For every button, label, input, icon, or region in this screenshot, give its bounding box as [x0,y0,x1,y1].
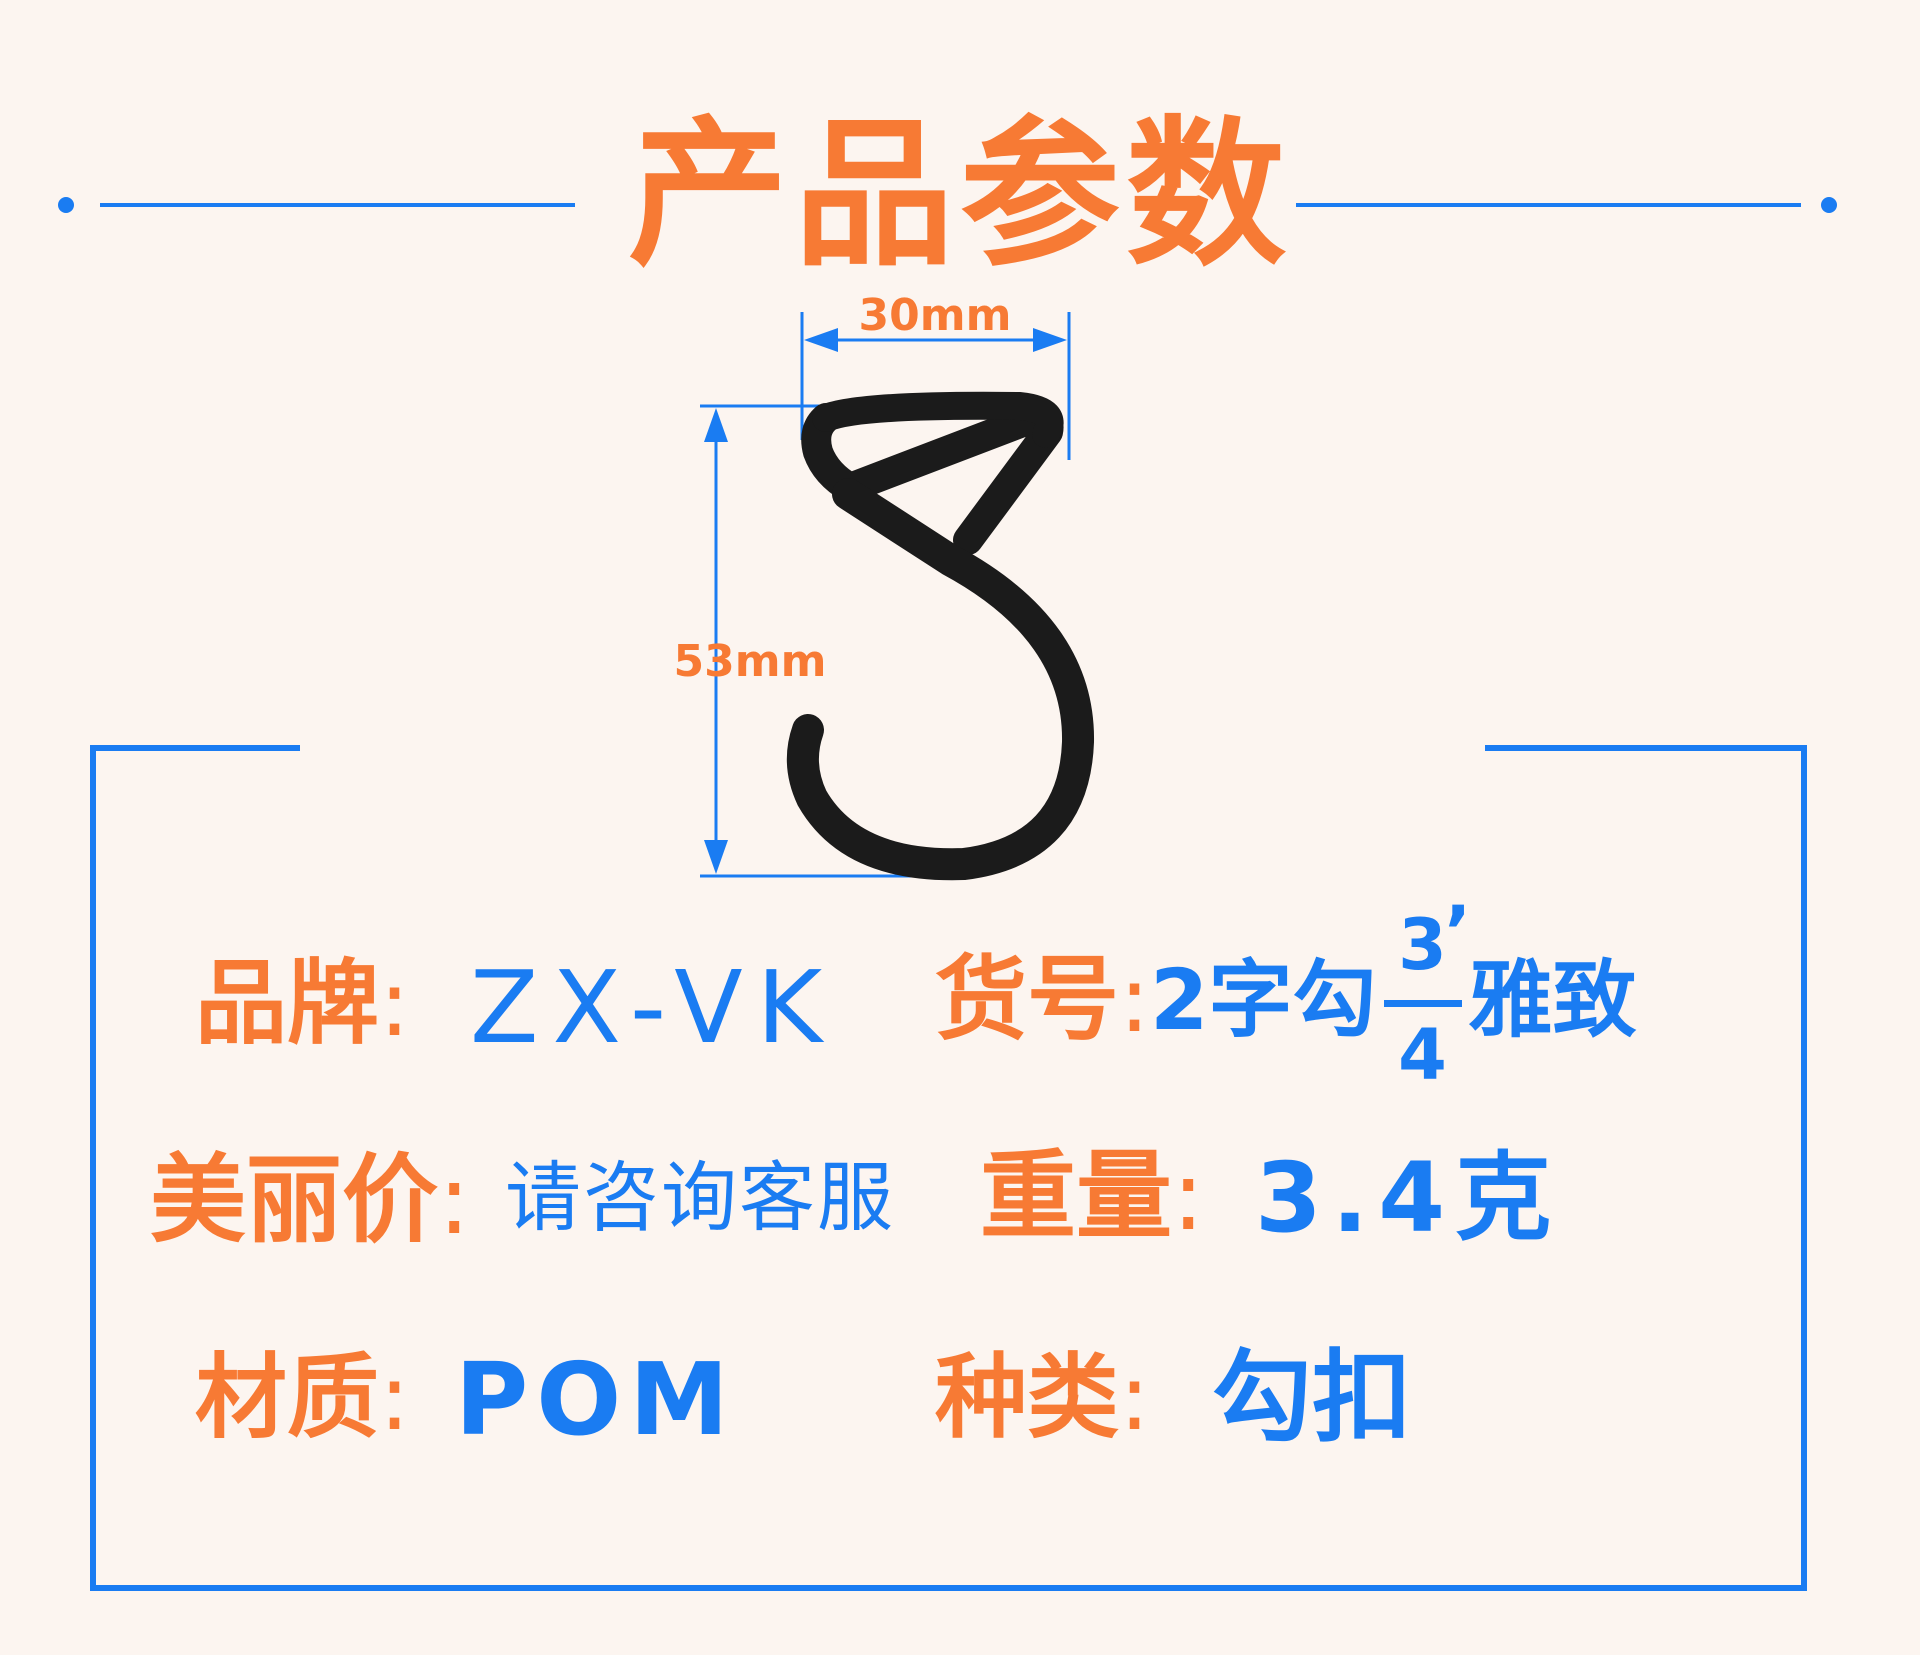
height-label: 53mm [674,636,827,687]
price-value: 请咨询客服 [505,1153,895,1242]
item-no-prefix: 2字勾 [1150,951,1377,1049]
title-right-dot [1821,197,1837,213]
width-arrow-left [804,328,838,352]
spec-category: 种类: [935,1352,1150,1444]
material-value: POM [455,1341,737,1458]
frame-top-right [1485,745,1807,751]
weight-colon: : [1172,1140,1205,1252]
width-label: 30mm [859,290,1012,341]
fraction-prime: ’ [1444,891,1472,973]
category-label: 种类 [935,1344,1120,1451]
brand-colon: : [379,950,411,1057]
title-left-dot [58,197,74,213]
category-value: 勾扣 [1212,1339,1412,1456]
width-arrow-right [1033,328,1067,352]
brand-value: ZX-VK [470,949,837,1066]
page-title: 产品参数 [627,101,1292,288]
weight-label: 重量 [980,1140,1172,1252]
fraction-numerator: 3 [1398,904,1447,986]
fraction-bar [1384,1000,1463,1007]
frame-right [1801,745,1807,1591]
weight-value: 3.4克 [1255,1142,1562,1254]
fraction-denominator: 4 [1398,1014,1447,1096]
frame-bottom [90,1585,1807,1591]
frame-left [90,745,96,1591]
spec-weight: 重量: [980,1148,1204,1244]
hook-shape [786,391,1095,881]
frame-top-left [90,745,300,751]
price-colon: : [438,1144,471,1256]
material-colon: : [379,1344,411,1451]
item-no-colon: : [1119,946,1151,1053]
title-right-rule [1296,203,1801,207]
brand-label: 品牌 [195,950,380,1057]
material-label: 材质 [195,1344,380,1451]
hook-icon: 30mm 53mm [674,290,1095,881]
item-no-suffix: 雅致 [1468,951,1637,1049]
title-left-rule [100,203,575,207]
item-no-label: 货号 [935,946,1120,1053]
spec-material: 材质: [195,1352,410,1444]
height-arrow-top [704,408,728,442]
spec-brand: 品牌: [195,958,410,1050]
height-arrow-bottom [704,840,728,874]
price-label: 美丽价 [150,1144,438,1256]
category-colon: : [1119,1344,1151,1451]
spec-price: 美丽价: [150,1152,470,1248]
item-no-fraction: 3’4 [1380,897,1471,1096]
